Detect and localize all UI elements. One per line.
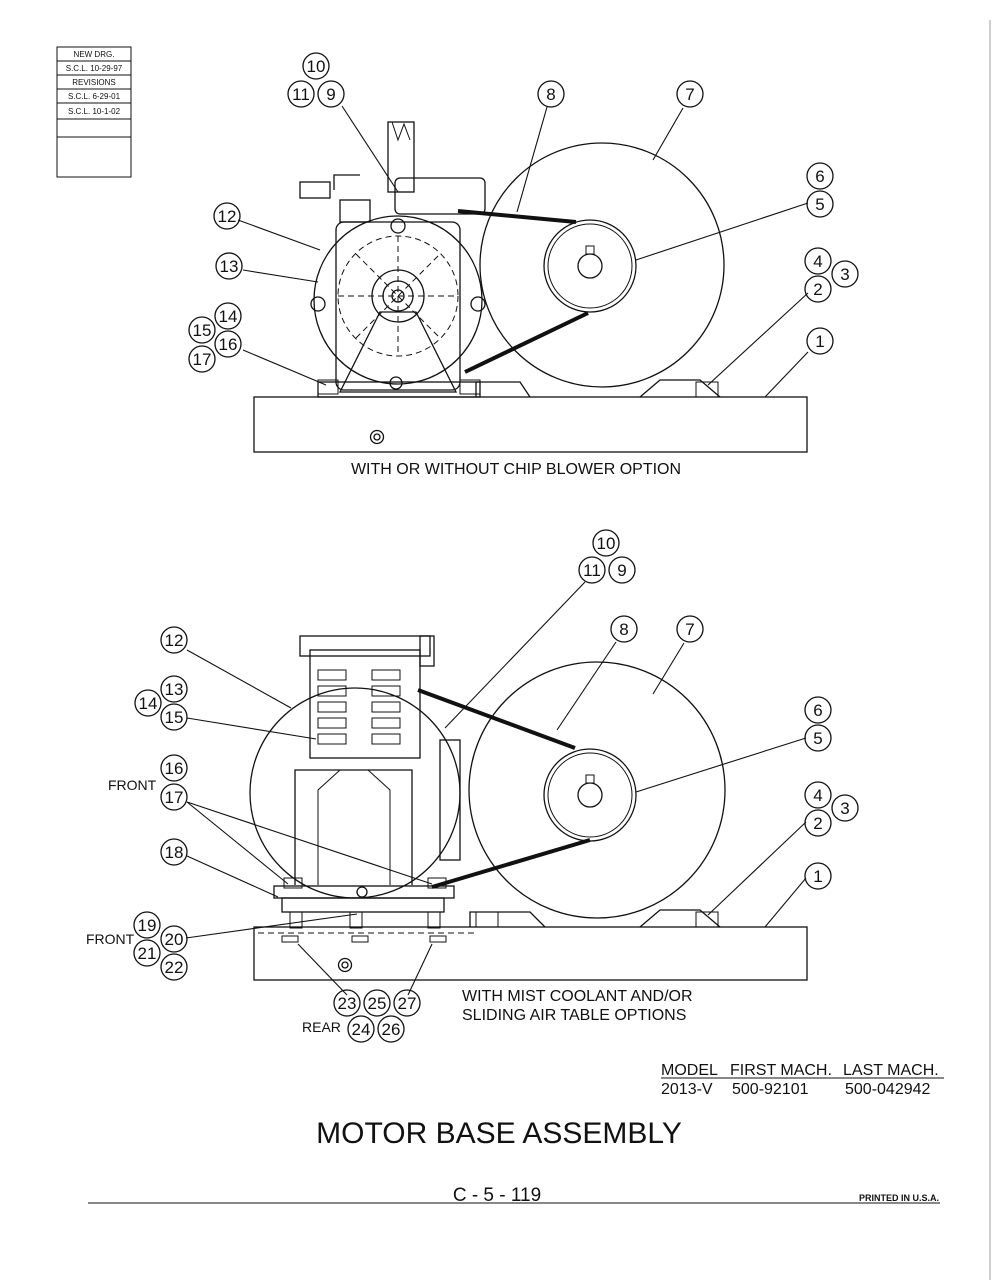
- callout-12-lower: 12: [165, 631, 184, 650]
- last-mach-value: 500-042942: [845, 1081, 931, 1098]
- callout-9-lower: 9: [617, 561, 626, 580]
- blower-housing: [313, 215, 483, 385]
- motor-housing: [479, 142, 725, 388]
- callout-2-lower: 2: [813, 814, 822, 833]
- callout-5-lower: 5: [813, 729, 822, 748]
- motor-housing-lower: [468, 661, 726, 919]
- callout-17-lower: 17: [165, 788, 184, 807]
- rear-label: REAR: [302, 1019, 341, 1035]
- callout-11: 11: [292, 85, 310, 104]
- callout-13-lower: 13: [165, 680, 184, 699]
- page-number: C - 5 - 119: [453, 1185, 541, 1206]
- callout-27: 27: [398, 994, 417, 1013]
- callout-5: 5: [815, 195, 824, 214]
- printed-label: PRINTED IN U.S.A.: [859, 1193, 939, 1203]
- first-mach-header: FIRST MACH.: [730, 1062, 832, 1079]
- base-plate: [253, 396, 808, 453]
- model-header: MODEL: [661, 1062, 718, 1079]
- front-label-upper: FRONT: [108, 777, 157, 793]
- drive-belt-lower: [464, 311, 589, 374]
- callout-1-lower: 1: [813, 867, 822, 886]
- revision-row-2: S.C.L. 10-29-97: [66, 64, 123, 73]
- callout-24: 24: [352, 1020, 371, 1039]
- bottom-view-leaders: [185, 581, 807, 996]
- revision-row-5: S.C.L. 10-1-02: [68, 107, 121, 116]
- callout-14-lower: 14: [139, 694, 158, 713]
- callout-1: 1: [815, 332, 824, 351]
- front-label-lower: FRONT: [86, 931, 135, 947]
- drive-belt-upper-lower: [417, 688, 576, 750]
- last-mach-header: LAST MACH.: [843, 1062, 939, 1079]
- bottom-view-callouts: 10 11 9 8 7 6 5 4 3 2 1 12 13 14 15 16 1…: [133, 529, 859, 1043]
- callout-12: 12: [218, 207, 237, 226]
- callout-19: 19: [138, 916, 157, 935]
- callout-14: 14: [219, 307, 238, 326]
- callout-3: 3: [840, 265, 849, 284]
- callout-18: 18: [165, 843, 184, 862]
- model-value: 2013-V: [661, 1081, 713, 1098]
- callout-9: 9: [326, 85, 335, 104]
- bottom-view-caption-line1: WITH MIST COOLANT AND/OR: [462, 988, 693, 1005]
- revision-row-1: NEW DRG.: [74, 50, 115, 59]
- base-plate-lower: [253, 926, 808, 981]
- callout-15: 15: [193, 321, 212, 340]
- callout-6: 6: [815, 167, 824, 186]
- callout-10-lower: 10: [597, 534, 616, 553]
- callout-23: 23: [338, 994, 357, 1013]
- callout-3-lower: 3: [840, 799, 849, 818]
- callout-16: 16: [219, 335, 238, 354]
- top-view-callouts: 10 11 9 8 7 6 5 4 3 2 1 12 13 14 15 16 1…: [188, 52, 859, 373]
- callout-15-lower: 15: [165, 708, 184, 727]
- revision-row-3: REVISIONS: [72, 78, 116, 87]
- callout-6-lower: 6: [813, 701, 822, 720]
- callout-7-lower: 7: [685, 620, 694, 639]
- model-table: MODEL FIRST MACH. LAST MACH. 2013-V 500-…: [661, 1062, 944, 1098]
- first-mach-value: 500-92101: [732, 1081, 809, 1098]
- page-title: MOTOR BASE ASSEMBLY: [316, 1117, 682, 1150]
- callout-10: 10: [307, 57, 326, 76]
- bottom-view: [249, 635, 808, 981]
- motor-pulley: [543, 219, 637, 313]
- drive-belt-upper: [457, 209, 577, 224]
- callout-8-lower: 8: [619, 620, 628, 639]
- callout-2: 2: [813, 280, 822, 299]
- callout-16-lower: 16: [165, 759, 184, 778]
- callout-25: 25: [368, 994, 387, 1013]
- top-view: [253, 121, 808, 453]
- callout-13: 13: [220, 257, 239, 276]
- pump-head: [309, 649, 421, 759]
- drive-belt-lower-lower: [431, 838, 591, 889]
- callout-7: 7: [685, 85, 694, 104]
- callout-8: 8: [546, 85, 555, 104]
- motor-pulley-lower: [543, 748, 637, 842]
- revision-box: NEW DRG. S.C.L. 10-29-97 REVISIONS S.C.L…: [56, 46, 132, 178]
- callout-4: 4: [813, 252, 822, 271]
- callout-26: 26: [382, 1020, 401, 1039]
- callout-17: 17: [193, 350, 212, 369]
- callout-20: 20: [165, 930, 184, 949]
- callout-11-lower: 11: [583, 561, 601, 580]
- top-view-leaders: [237, 105, 809, 398]
- top-view-caption: WITH OR WITHOUT CHIP BLOWER OPTION: [351, 461, 681, 478]
- callout-4-lower: 4: [813, 786, 822, 805]
- revision-row-4: S.C.L. 6-29-01: [68, 92, 121, 101]
- bottom-view-caption-line2: SLIDING AIR TABLE OPTIONS: [462, 1007, 686, 1024]
- callout-22: 22: [165, 958, 184, 977]
- callout-21: 21: [138, 944, 157, 963]
